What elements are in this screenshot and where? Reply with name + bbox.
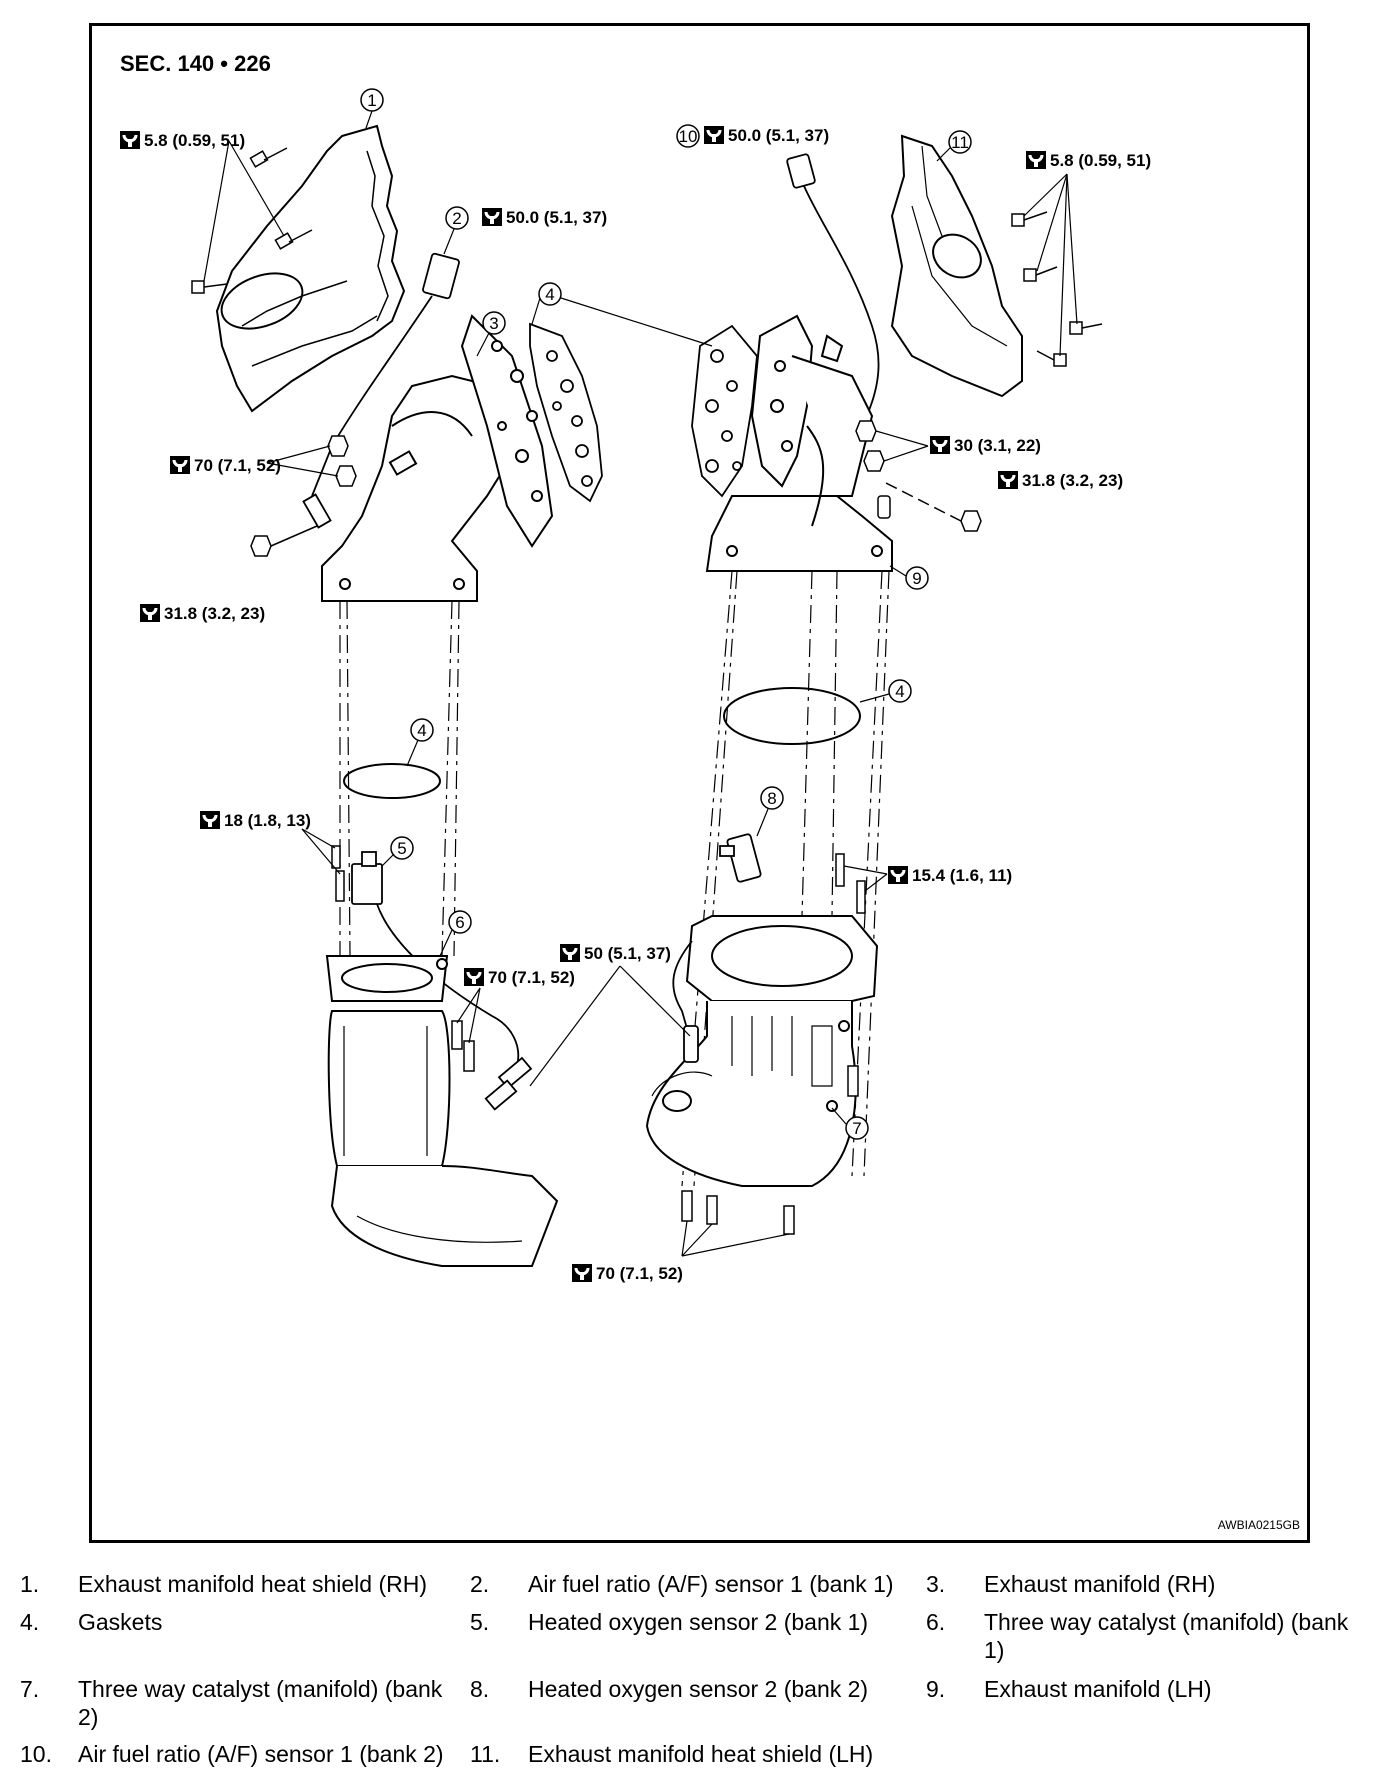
torque-label: 50.0 (5.1, 37) — [728, 126, 829, 145]
callout-6: 6 — [439, 910, 472, 957]
callout-3: 3 — [476, 311, 506, 357]
torque-label: 18 (1.8, 13) — [224, 811, 311, 830]
section-label: SEC. 140 • 226 — [120, 51, 271, 76]
torque-icon — [198, 809, 222, 831]
stud — [331, 845, 345, 902]
exhaust-manifold-lh — [705, 314, 893, 572]
catalyst-bolt — [451, 1020, 475, 1072]
torque-icon — [996, 469, 1020, 491]
torque-label: 5.8 (0.59, 51) — [144, 131, 245, 150]
exhaust-diagram: SEC. 140 • 226 5.8 (0.59, 51) 1 2 — [118, 51, 1300, 1532]
three-way-catalyst-bank2 — [645, 915, 879, 1187]
svg-text:11: 11 — [951, 133, 969, 152]
manifold-gasket-lh — [691, 324, 758, 498]
callout-4: 4 — [531, 282, 713, 347]
torque-icon — [462, 966, 486, 988]
svg-text:4: 4 — [417, 721, 426, 740]
torque-icon — [480, 206, 504, 228]
torque-label: 50.0 (5.1, 37) — [506, 208, 607, 227]
ho2s-bank1 — [351, 851, 533, 1111]
torque-icon — [886, 864, 910, 886]
callout-4: 4 — [406, 718, 434, 767]
torque-icon — [570, 1262, 594, 1284]
shield-bolt — [191, 147, 313, 294]
svg-text:2: 2 — [452, 209, 461, 228]
callout-1: 1 — [360, 88, 384, 129]
torque-icon — [928, 434, 952, 456]
torque-icon — [558, 942, 582, 964]
svg-text:3: 3 — [489, 314, 498, 333]
torque-label: 70 (7.1, 52) — [194, 456, 281, 475]
figure-id: AWBIA0215GB — [1218, 1518, 1300, 1532]
torque-icon — [168, 454, 192, 476]
stud — [835, 853, 866, 914]
callout-7: 7 — [831, 1107, 869, 1140]
torque-label: 15.4 (1.6, 11) — [912, 866, 1012, 885]
torque-label: 5.8 (0.59, 51) — [1050, 151, 1151, 170]
three-way-catalyst-bank1 — [325, 955, 559, 1267]
callout-11: 11 — [936, 130, 972, 162]
torque-label: 31.8 (3.2, 23) — [1022, 471, 1123, 490]
callout-5: 5 — [381, 836, 414, 867]
torque-label: 30 (3.1, 22) — [954, 436, 1041, 455]
ho2s-bank2 — [719, 833, 762, 883]
manifold-nut — [250, 435, 357, 557]
torque-label: 50 (5.1, 37) — [584, 944, 671, 963]
heat-shield-lh — [890, 134, 1023, 398]
svg-text:10: 10 — [679, 127, 698, 146]
heat-shield-rh — [215, 124, 406, 413]
callout-9: 9 — [889, 565, 929, 590]
torque-icon — [138, 602, 162, 624]
alignment-line — [339, 600, 460, 957]
manifold-gasket-rh — [529, 322, 603, 503]
torque-label: 70 (7.1, 52) — [488, 968, 575, 987]
svg-text:8: 8 — [767, 789, 776, 808]
torque-icon — [118, 129, 142, 151]
svg-text:4: 4 — [545, 285, 554, 304]
callout-2: 2 — [443, 206, 469, 255]
shield-bolt — [1011, 211, 1103, 367]
exploded-view-figure: SEC. 140 • 226 5.8 (0.59, 51) 1 2 — [89, 23, 1310, 1543]
svg-text:7: 7 — [852, 1119, 861, 1138]
svg-text:6: 6 — [455, 913, 464, 932]
torque-label: 70 (7.1, 52) — [596, 1264, 683, 1283]
callout-8: 8 — [756, 786, 784, 837]
exhaust-manifold-rh — [321, 314, 554, 602]
svg-text:5: 5 — [397, 839, 406, 858]
ho2s-bank2-lower — [672, 940, 699, 1063]
torque-icon — [702, 124, 726, 146]
catalyst-gasket-bank1 — [343, 763, 441, 799]
torque-icon — [1024, 149, 1048, 171]
catalyst-gasket-bank2 — [723, 687, 861, 745]
svg-text:1: 1 — [367, 91, 376, 110]
callout-4: 4 — [859, 679, 912, 703]
torque-label: 31.8 (3.2, 23) — [164, 604, 265, 623]
catalyst-bolt — [681, 1065, 859, 1235]
manifold-nut — [855, 420, 982, 532]
svg-text:4: 4 — [895, 682, 904, 701]
svg-text:9: 9 — [912, 569, 921, 588]
callout-10: 10 — [676, 124, 700, 148]
